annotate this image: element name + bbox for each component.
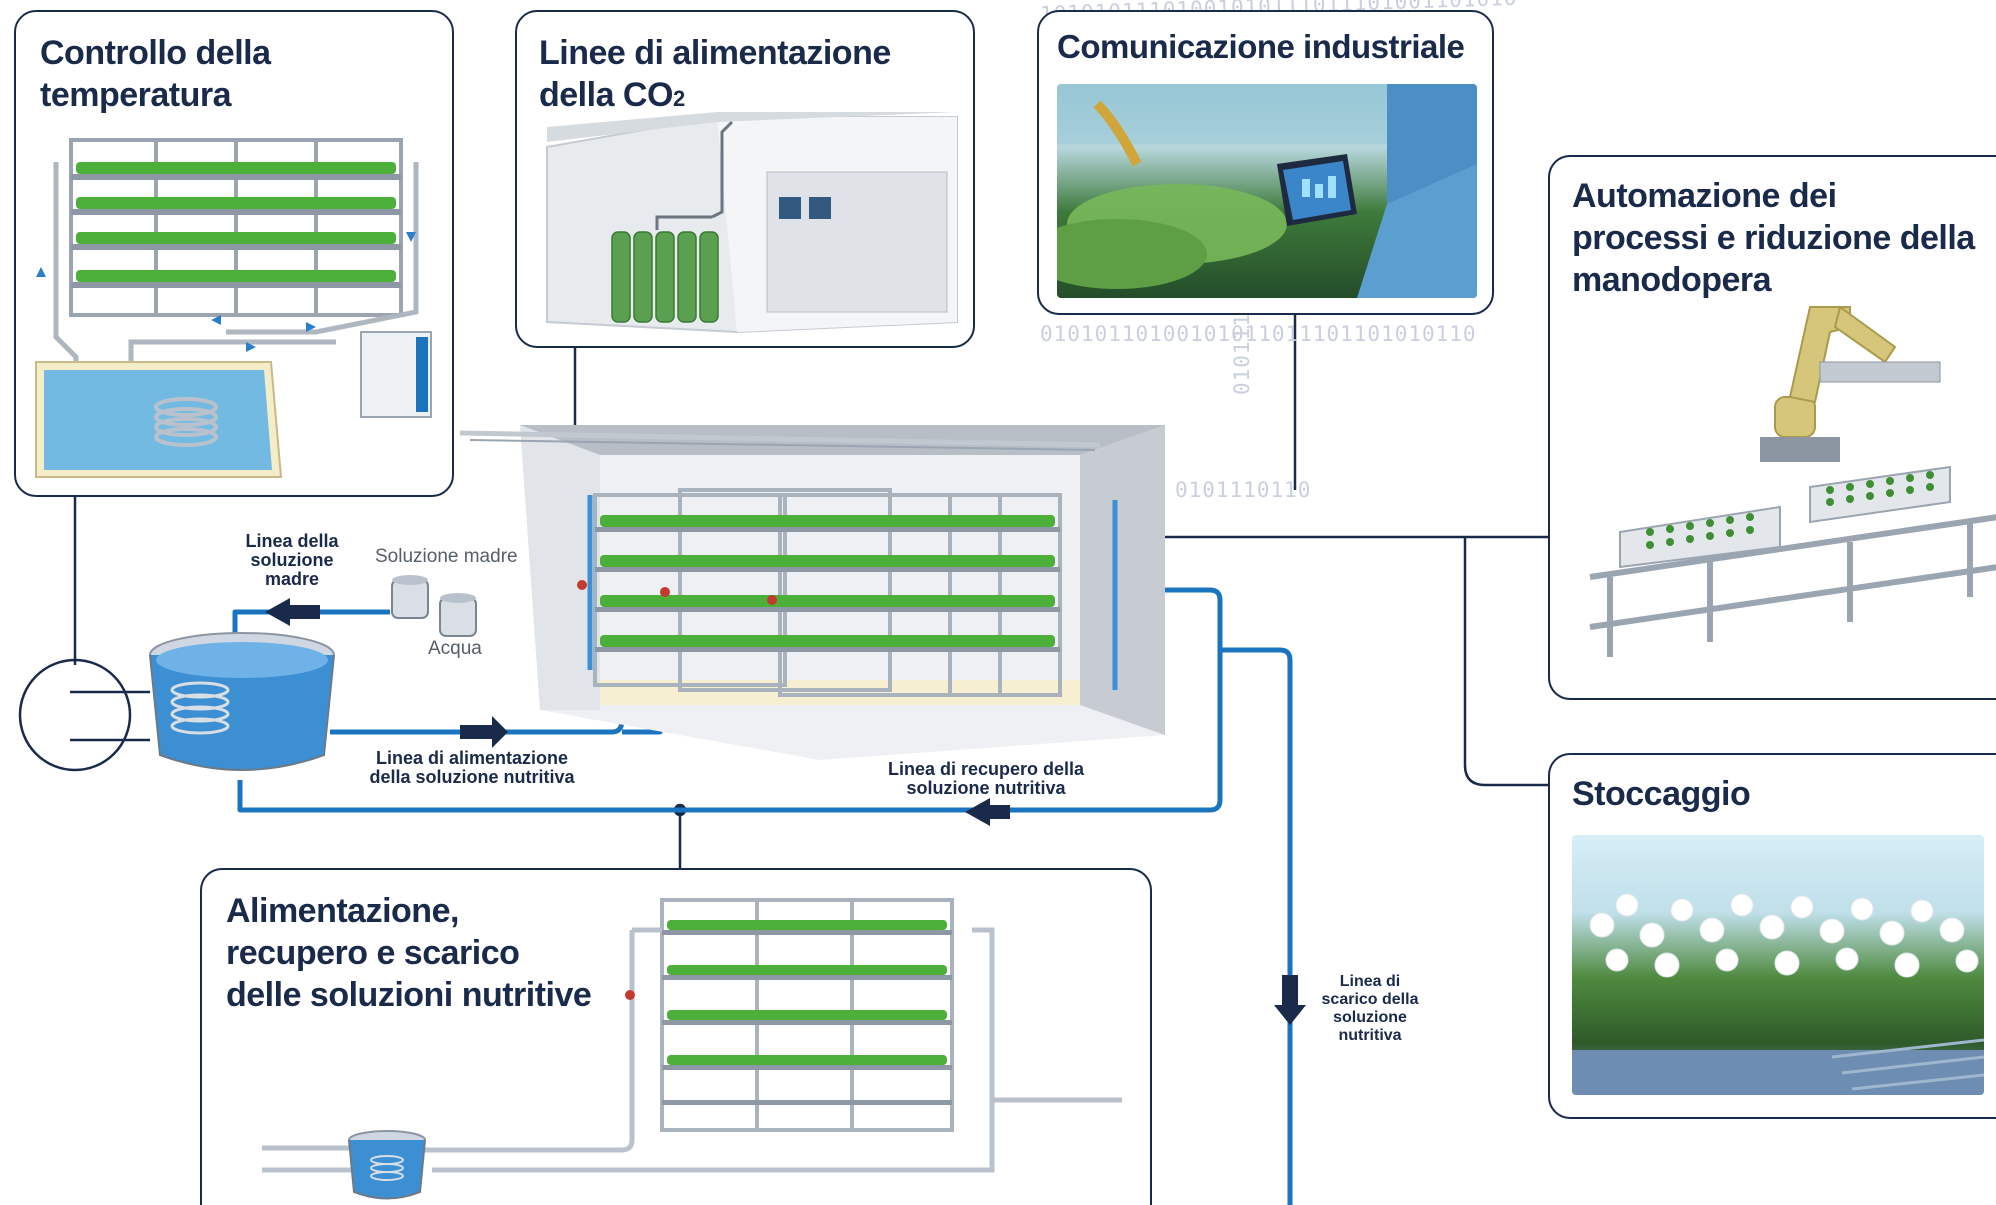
panel-title: Linee di alimentazione della CO2 xyxy=(539,34,891,114)
panel-title: Automazione dei processi e riduzione del… xyxy=(1572,177,1975,299)
connector-storage xyxy=(1463,537,1548,787)
pipe-drain-line xyxy=(1220,647,1293,1205)
label-drain-line: Linea di scarico della soluzione nutriti… xyxy=(1321,973,1419,1044)
storage-photo xyxy=(1572,835,1984,1095)
pipe-recovery-line xyxy=(237,587,1223,813)
panel-title: Controllo della temperatura xyxy=(40,34,271,114)
label-supply-line: Linea di alimentazione della soluzione n… xyxy=(369,748,575,787)
arrow-supply-right xyxy=(460,716,508,748)
label-water: Acqua xyxy=(428,638,482,659)
binary-mid: 0101110110 xyxy=(1175,478,1312,502)
label-recovery-line: Linea di recupero della soluzione nutrit… xyxy=(887,759,1085,798)
orchid-scene xyxy=(1572,893,1984,1095)
zoom-circle xyxy=(18,658,132,772)
communication-photo xyxy=(1057,84,1477,298)
co2-room-illustration xyxy=(546,112,958,334)
panel-automation: Automazione dei processi e riduzione del… xyxy=(1548,155,1996,700)
label-mother-line: Linea della soluzione madre xyxy=(245,531,339,589)
label-mother-solution: Soluzione madre xyxy=(375,546,518,567)
panel-title: Stoccaggio xyxy=(1572,775,1751,813)
temperature-illustration xyxy=(35,138,432,478)
panel-communication: Comunicazione industriale xyxy=(1037,10,1494,315)
tablet-scene xyxy=(1057,84,1477,298)
nutrient-illustration xyxy=(262,898,1122,1200)
arrow-mother-left xyxy=(265,598,320,626)
panel-title: Comunicazione industriale xyxy=(1057,28,1465,65)
panel-temperature: Controllo della temperatura xyxy=(14,10,454,497)
panel-storage: Stoccaggio xyxy=(1548,753,1996,1119)
panel-nutrient: Alimentazione, recupero e scarico delle … xyxy=(200,868,1152,1205)
binary-bottom: 01010110100101011011101101010110 xyxy=(1040,322,1477,346)
arrow-recovery-left xyxy=(965,798,1010,826)
pipe-mother-line xyxy=(232,609,390,660)
panel-co2: Linee di alimentazione della CO2 xyxy=(515,10,975,348)
automation-illustration xyxy=(1589,305,1996,657)
panel-title: Alimentazione, recupero e scarico delle … xyxy=(226,892,592,1014)
arrow-drain-down xyxy=(1274,975,1306,1025)
